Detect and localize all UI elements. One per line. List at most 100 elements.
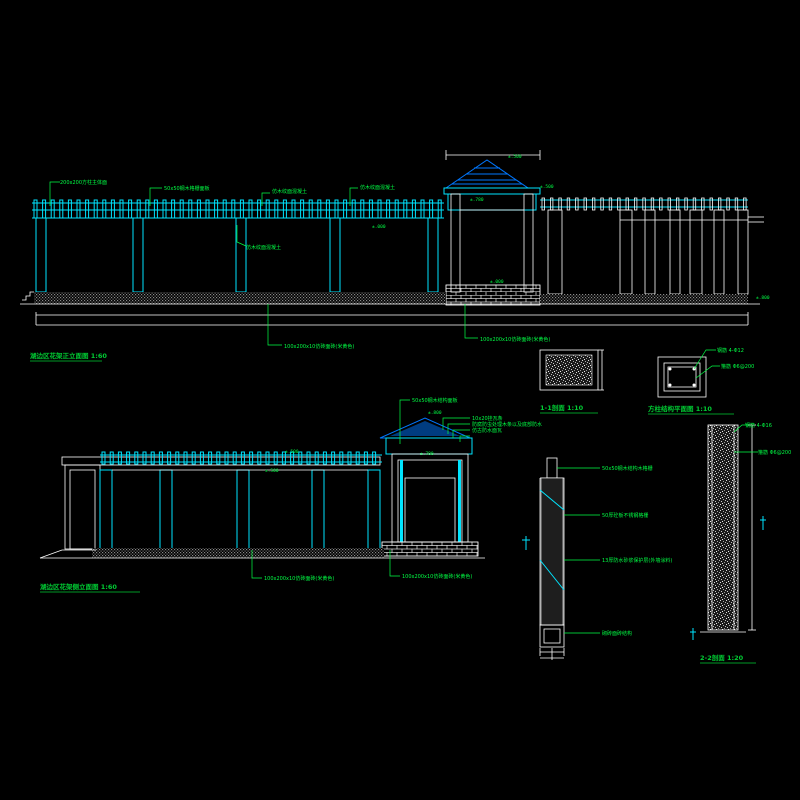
- brick: [451, 541, 463, 546]
- brick: [450, 301, 462, 306]
- brick: [450, 295, 462, 299]
- joist: [199, 451, 204, 465]
- joist: [298, 451, 303, 465]
- joist: [592, 197, 596, 211]
- joist: [634, 197, 638, 211]
- side-elevation: 50x50钢木结构面板 10x20挂瓦条 防腐防虫处理木条以及底部防水 仿古防水…: [39, 397, 542, 593]
- column: [367, 469, 381, 551]
- brick: [480, 288, 492, 292]
- side-level-4: ±.500: [265, 468, 279, 474]
- front-note-1: 200x200方柱主体面: [60, 179, 107, 186]
- brick: [391, 541, 403, 546]
- brick: [505, 298, 517, 303]
- brick: [401, 541, 413, 546]
- brick: [461, 541, 473, 546]
- brick: [416, 545, 428, 550]
- column-plan-note-2: 箍筋 Φ6@200: [721, 363, 754, 370]
- brick: [460, 288, 472, 292]
- brick: [535, 298, 541, 303]
- joist: [222, 199, 227, 219]
- brick: [530, 288, 541, 292]
- brick: [520, 301, 532, 306]
- joist: [117, 451, 122, 465]
- joist: [314, 451, 319, 465]
- brick: [490, 295, 502, 299]
- brick: [475, 284, 487, 289]
- joist: [85, 199, 90, 219]
- front-pergola-beams: [32, 199, 444, 219]
- side-bottom-note-2: 100x200x10仿砖面砖(米黄色): [402, 573, 472, 580]
- joist: [224, 451, 229, 465]
- joist: [300, 199, 305, 219]
- brick: [396, 552, 408, 557]
- brick: [456, 552, 468, 557]
- joist: [208, 451, 213, 465]
- joist: [347, 451, 352, 465]
- brick: [530, 295, 541, 299]
- brick: [510, 288, 522, 292]
- brick: [460, 295, 472, 299]
- side-level-2: ±.800: [428, 410, 442, 416]
- side-columns: [99, 469, 381, 551]
- brick: [525, 298, 537, 303]
- brick: [495, 291, 507, 296]
- brick: [441, 548, 453, 553]
- joist: [248, 199, 253, 219]
- joist: [291, 199, 296, 219]
- brick: [476, 552, 479, 557]
- joist: [76, 199, 81, 219]
- joist: [102, 199, 107, 219]
- joist: [363, 451, 368, 465]
- joist: [701, 197, 705, 211]
- front-note-5: 仿木纹面混凝土: [360, 184, 395, 191]
- brick: [456, 545, 468, 550]
- joist: [420, 199, 425, 219]
- joist: [110, 199, 115, 219]
- front-level-4: ±.500: [540, 184, 554, 190]
- joist: [608, 197, 613, 211]
- brick: [406, 545, 418, 550]
- brick: [450, 288, 462, 292]
- column: [235, 217, 247, 293]
- brick: [470, 301, 482, 306]
- joist: [142, 451, 147, 465]
- side-pavilion: [379, 417, 479, 557]
- joist: [240, 451, 245, 465]
- front-level-3: ±.780: [470, 197, 484, 203]
- front-elevation: 200x200方柱主体面 50x50钢木格栅面板 仿木纹面混凝土 仿木纹面混凝土…: [20, 150, 770, 362]
- joist: [308, 199, 313, 219]
- brick: [515, 298, 527, 303]
- brick: [490, 288, 502, 292]
- brick: [485, 291, 497, 296]
- brick: [485, 284, 497, 289]
- brick: [460, 301, 472, 306]
- joist: [50, 199, 55, 219]
- brick: [470, 288, 482, 292]
- side-level-3: ±.780: [420, 451, 434, 457]
- brick: [426, 552, 438, 557]
- joist: [541, 197, 545, 211]
- brick: [421, 541, 433, 546]
- column: [159, 469, 173, 551]
- joist: [566, 197, 571, 211]
- joist: [205, 199, 210, 219]
- brick: [466, 545, 478, 550]
- front-bottom-note-1: 100x200x10仿砖面砖(米黄色): [284, 343, 354, 350]
- section-2-2-column: 钢筋 4-Φ16 箍筋 Φ6@200 2-2剖面 1:20: [690, 422, 791, 664]
- brick: [391, 548, 403, 553]
- brick: [445, 298, 457, 303]
- column: [99, 469, 113, 551]
- brick: [495, 298, 507, 303]
- section-2-2-note-4: 砌砖面砖结构: [602, 630, 632, 637]
- side-elevation-title: 湖边区花架侧立面图 1:60: [40, 582, 117, 591]
- brick: [515, 284, 527, 289]
- joist: [162, 199, 167, 219]
- joist: [249, 451, 254, 465]
- brick: [480, 295, 492, 299]
- front-note-3: 仿木纹面混凝土: [246, 244, 281, 251]
- brick: [535, 284, 541, 289]
- brick: [411, 548, 423, 553]
- brick: [475, 298, 487, 303]
- brick: [411, 541, 423, 546]
- section-2-2-note-2: 50厚砼板不锈钢格栅: [602, 512, 648, 519]
